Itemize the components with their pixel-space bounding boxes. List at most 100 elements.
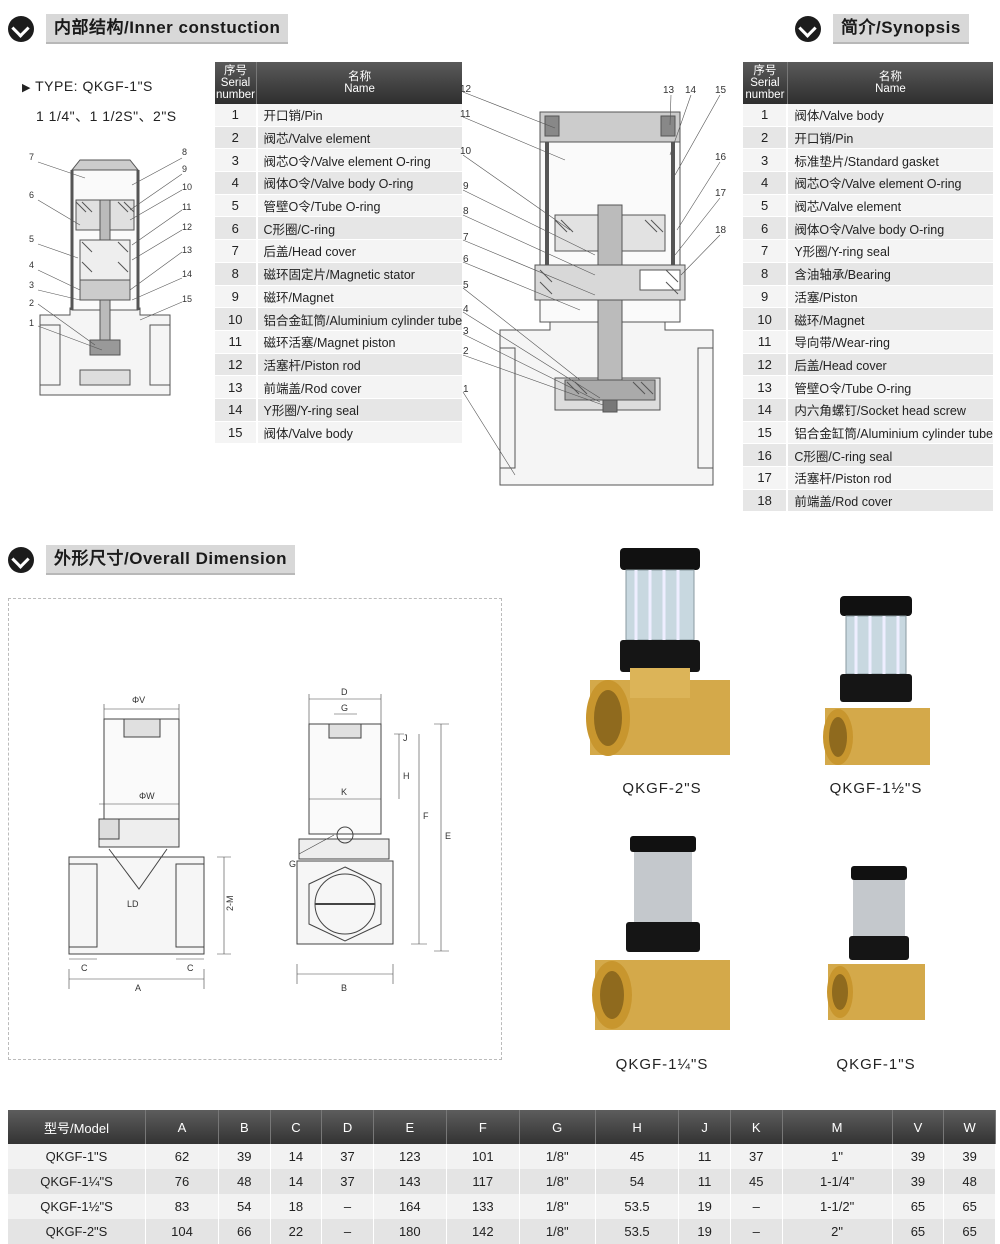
part-name: 阀体O令/Valve body O-ring: [787, 216, 993, 241]
dimension-cell: 14: [270, 1169, 323, 1194]
svg-text:E: E: [445, 831, 451, 841]
svg-text:2: 2: [29, 298, 34, 308]
svg-text:15: 15: [182, 294, 192, 304]
part-name: 导向带/Wear-ring: [787, 330, 993, 354]
part-name: 阀体/Valve body: [787, 104, 993, 127]
part-name: C形圈/C-ring seal: [787, 443, 993, 467]
part-name: 磁环固定片/Magnetic stator: [256, 262, 463, 286]
svg-text:14: 14: [685, 85, 697, 96]
inner-section-drawing-small: 7 6 5 4 3 2 1 8 9 10 11 12 13 14 15: [29, 147, 192, 396]
part-number: 14: [743, 398, 789, 422]
dimension-cell: 45: [730, 1169, 783, 1194]
dimension-cell: 1-1/2": [782, 1194, 893, 1219]
svg-text:5: 5: [463, 280, 469, 291]
part-number: 6: [743, 216, 789, 241]
svg-text:7: 7: [463, 232, 469, 243]
part-number: 4: [743, 171, 789, 195]
part-name: C形圈/C-ring: [256, 216, 463, 241]
svg-text:K: K: [341, 787, 347, 797]
model-cell: QKGF-1¼"S: [8, 1169, 146, 1194]
part-name: 阀芯O令/Valve element O-ring: [256, 148, 463, 173]
part-name: 含油轴承/Bearing: [787, 262, 993, 286]
section-header-synopsis: 简介/Synopsis: [795, 14, 969, 44]
dimension-cell: 133: [446, 1194, 520, 1219]
svg-text:D: D: [341, 687, 348, 697]
svg-text:16: 16: [715, 152, 727, 163]
product-photo-1-25s: [592, 836, 730, 1030]
part-number: 4: [215, 171, 258, 195]
svg-text:13: 13: [663, 85, 675, 96]
dimension-cell: 19: [678, 1194, 731, 1219]
part-name: 磁环/Magnet: [787, 307, 993, 331]
part-number: 15: [743, 421, 789, 445]
dimension-cell: 37: [321, 1144, 374, 1169]
svg-text:3: 3: [463, 326, 469, 337]
model-cell: QKGF-1½"S: [8, 1194, 146, 1219]
part-number: 9: [215, 285, 258, 309]
dimension-header: J: [678, 1110, 731, 1144]
arrow-circle-icon: [795, 16, 821, 42]
dimension-cell: 66: [218, 1219, 271, 1244]
part-number: 2: [743, 126, 789, 150]
svg-text:7: 7: [29, 152, 34, 162]
svg-text:11: 11: [460, 109, 471, 120]
svg-text:2: 2: [463, 346, 469, 357]
part-name: 管壁O令/Tube O-ring: [787, 375, 993, 399]
part-number: 17: [743, 466, 789, 490]
svg-text:1: 1: [463, 384, 469, 395]
part-name: 内六角螺钉/Socket head screw: [787, 398, 993, 422]
part-number: 5: [215, 194, 258, 218]
part-number: 6: [215, 216, 258, 241]
dimension-cell: 62: [145, 1144, 219, 1169]
svg-text:G: G: [341, 703, 348, 713]
svg-text:B: B: [341, 983, 347, 993]
svg-text:12: 12: [182, 222, 192, 232]
dimension-drawing: ΦV ΦW LD 2-M C C A D G J H K F E G B: [68, 687, 451, 993]
dimension-cell: 65: [892, 1194, 945, 1219]
part-name: 活塞杆/Piston rod: [787, 466, 993, 490]
dimension-cell: 1/8": [519, 1144, 596, 1169]
svg-text:G: G: [289, 859, 296, 869]
part-number: 5: [743, 194, 789, 218]
part-number: 12: [215, 353, 258, 377]
dimension-cell: 65: [943, 1194, 996, 1219]
dimension-cell: 1/8": [519, 1219, 596, 1244]
part-number: 3: [743, 148, 789, 173]
inner-section-drawing-large: 12 11 10 9 8 7 6 5 4 3 2 1 13 14 15 16 1…: [460, 84, 727, 486]
svg-text:J: J: [403, 733, 408, 743]
dimension-header: F: [446, 1110, 520, 1144]
dimension-cell: 76: [145, 1169, 219, 1194]
part-name: 阀芯O令/Valve element O-ring: [787, 171, 993, 195]
part-name: 铝合金缸筒/Aluminium cylinder tube: [256, 307, 463, 331]
dimension-cell: –: [730, 1219, 783, 1244]
dimension-cell: 65: [943, 1219, 996, 1244]
type-sizes: 1 1/4"、1 1/2S"、2"S: [36, 108, 177, 124]
section-title: 内部结构/Inner constuction: [46, 14, 289, 44]
svg-text:8: 8: [463, 206, 469, 217]
dimension-cell: 164: [373, 1194, 447, 1219]
svg-text:C: C: [81, 963, 88, 973]
part-number: 18: [743, 489, 789, 513]
dimension-cell: 123: [373, 1144, 447, 1169]
dimension-cell: –: [321, 1219, 374, 1244]
svg-text:6: 6: [29, 190, 34, 200]
photo-label-1s: QKGF-1"S: [836, 1056, 916, 1073]
part-name: 阀芯/Valve element: [787, 194, 993, 218]
part-number: 10: [215, 307, 258, 331]
svg-text:C: C: [187, 963, 194, 973]
